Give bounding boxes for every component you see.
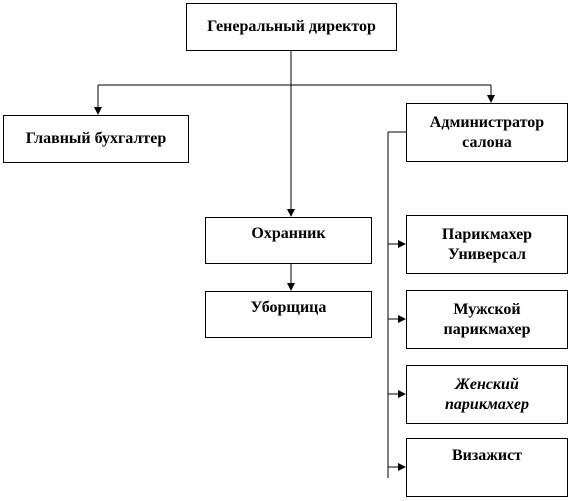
node-cleaner-label: Уборщица (250, 299, 327, 316)
node-chief-accountant: Главный бухгалтер (3, 115, 189, 163)
node-male-hairdresser-label-2: парикмахер (443, 320, 531, 338)
node-male-hairdresser: Мужской парикмахер (406, 290, 568, 349)
node-female-hairdresser-label-1: Женский (455, 375, 519, 393)
node-guard: Охранник (205, 217, 372, 264)
node-makeup-artist-label: Визажист (451, 447, 523, 464)
node-female-hairdresser: Женский парикмахер (406, 365, 568, 424)
node-chief-accountant-label: Главный бухгалтер (25, 130, 167, 147)
node-salon-admin: Администратор салона (406, 103, 568, 162)
node-salon-admin-label-1: Администратор (429, 113, 545, 131)
node-salon-admin-label-2: салона (462, 133, 512, 151)
node-universal-hairdresser-label-2: Универсал (448, 245, 526, 263)
node-universal-hairdresser-label-1: Парикмахер (441, 225, 533, 243)
node-universal-hairdresser: Парикмахер Универсал (406, 215, 568, 274)
node-makeup-artist: Визажист (406, 438, 568, 497)
node-ceo: Генеральный директор (186, 3, 397, 51)
node-guard-label: Охранник (251, 225, 326, 242)
node-male-hairdresser-label-1: Мужской (453, 300, 521, 318)
node-female-hairdresser-label-2: парикмахер (445, 395, 529, 413)
node-ceo-label: Генеральный директор (207, 18, 376, 35)
node-cleaner: Уборщица (205, 291, 372, 338)
